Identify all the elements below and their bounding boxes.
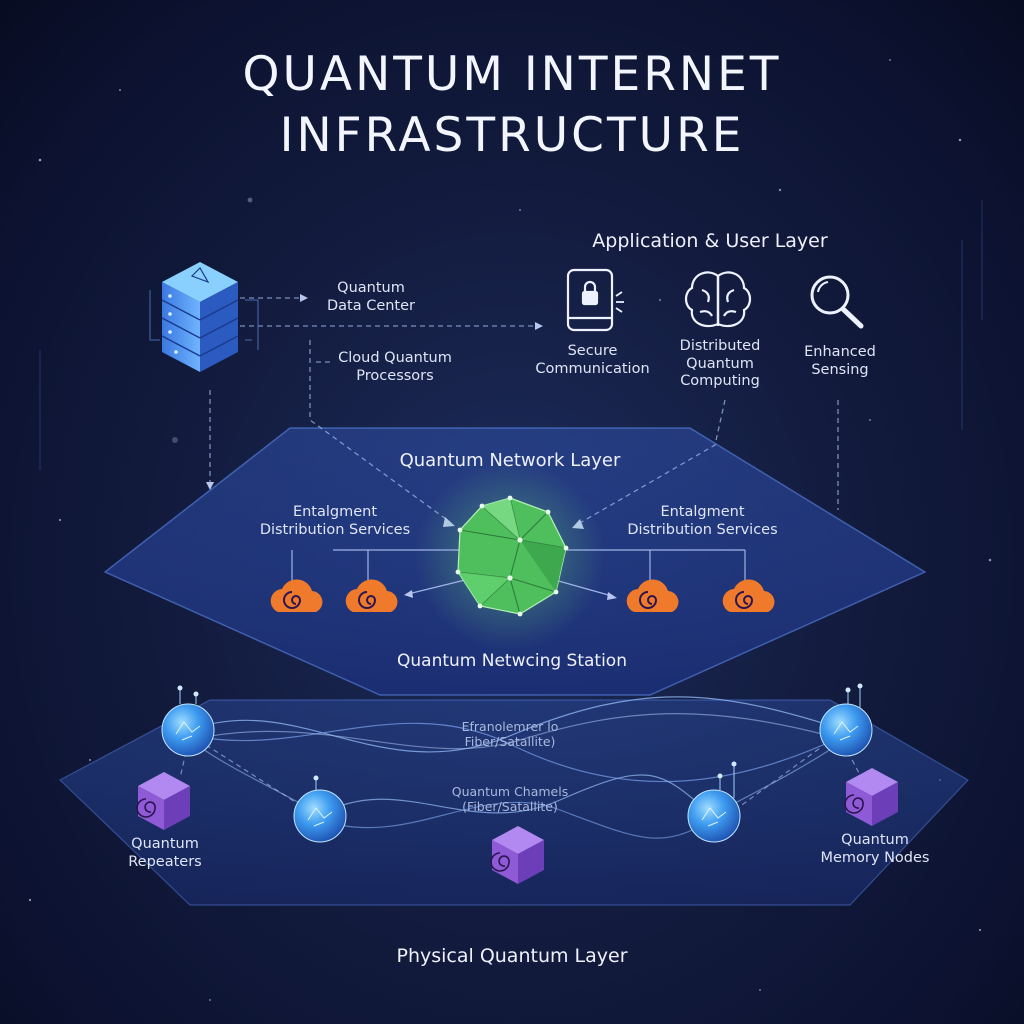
label-line: Quantum [686, 355, 754, 372]
page-title: QUANTUM INTERNET INFRASTRUCTURE [0, 44, 1024, 166]
label-line: Memory Nodes [820, 849, 930, 866]
label-line: Enhanced [804, 344, 876, 360]
hub-connections [291, 549, 746, 597]
label-line: Communication [535, 360, 650, 377]
label-line: Secure [567, 343, 618, 359]
network-layer-name: Quantum Network Layer [399, 450, 621, 471]
label-line: Distribution Services [259, 521, 411, 538]
left-entanglement-label: Entalgment Distribution Services [235, 504, 435, 539]
memory-cube-icon [136, 768, 898, 884]
enhanced-sensing-label: Enhanced Sensing [780, 344, 900, 379]
label-line: Repeaters [128, 853, 202, 870]
application-layer-name: Application & User Layer [592, 230, 828, 252]
label-line: Data Center [326, 297, 416, 314]
secure-phone-icon [566, 268, 624, 332]
star-field [28, 59, 992, 1001]
server-rack-icon [149, 262, 259, 372]
dashed-connectors [209, 297, 839, 525]
physical-layer-name: Physical Quantum Layer [396, 945, 628, 967]
qubit-sphere-icon [161, 683, 873, 843]
label-line: Entalgment [292, 504, 378, 520]
memory-nodes-label: Quantum Memory Nodes [800, 832, 950, 867]
label-line: Computing [680, 373, 760, 390]
title-line-1: QUANTUM INTERNET [242, 47, 782, 102]
entanglement-hub-icon [455, 495, 569, 617]
label-line: Quantum [841, 832, 909, 848]
label-line: Processors [356, 367, 434, 384]
label-line: Entalgment [660, 504, 745, 520]
label-line: (Fiber/Satallite) [462, 799, 558, 815]
upper-channel-label: Efranolemrer lo Fiber/Satallite) [430, 719, 590, 750]
right-entanglement-label: Entalgment Distribution Services [600, 504, 805, 539]
secure-communication-label: Secure Communication [520, 343, 665, 378]
label-line: Sensing [811, 361, 869, 378]
title-line-2: INFRASTRUCTURE [279, 108, 745, 164]
lower-channel-label: Quantum Chamels (Fiber/Satallite) [430, 784, 590, 815]
label-line: Cloud Quantum [338, 350, 452, 366]
distributed-computing-label: Distributed Quantum Computing [660, 338, 780, 391]
data-center-label: Quantum Data Center [306, 280, 436, 315]
cloud-spiral-icon [270, 579, 775, 612]
magnifier-icon [810, 275, 864, 329]
label-line: Distributed [679, 338, 761, 354]
networking-station-label: Quantum Netwcing Station [397, 651, 627, 671]
label-line: Quantum [131, 836, 199, 852]
label-line: Quantum [337, 280, 405, 296]
label-line: Distribution Services [627, 521, 778, 538]
label-line: Quantum Chamels [451, 784, 569, 799]
hub-arrowheads [404, 590, 617, 600]
cloud-processors-label: Cloud Quantum Processors [330, 350, 460, 385]
quantum-repeaters-label: Quantum Repeaters [100, 836, 230, 871]
side-decor-lines [39, 200, 983, 470]
label-line: Fiber/Satallite) [464, 734, 556, 750]
brain-icon [684, 271, 752, 328]
label-line: Efranolemrer lo [461, 719, 559, 734]
